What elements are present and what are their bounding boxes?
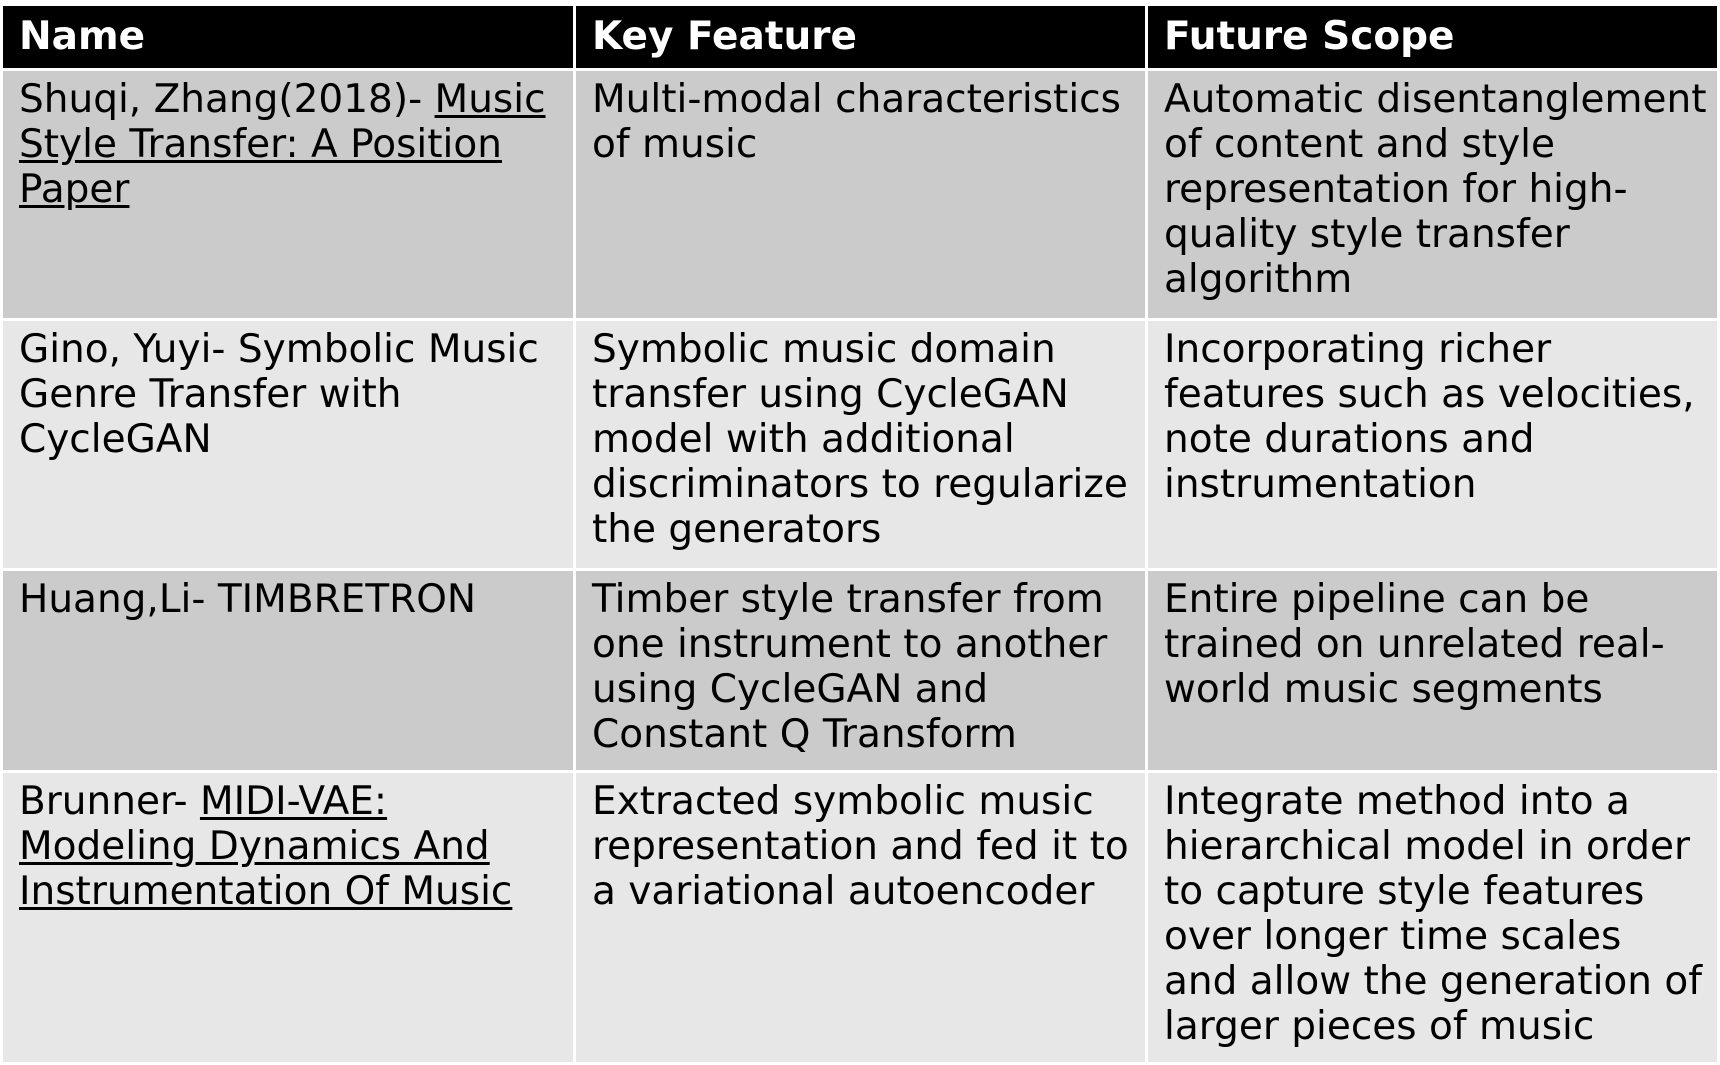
future-scope-cell: Automatic disentanglement of content and… — [1145, 68, 1720, 321]
key-feature-cell: Multi-modal characteristics of music — [573, 68, 1148, 321]
key-feature-cell: Symbolic music domain transfer using Cyc… — [573, 318, 1148, 571]
key-feature-cell: Extracted symbolic music representation … — [573, 770, 1148, 1065]
header-future-scope: Future Scope — [1145, 3, 1720, 71]
name-text: Gino, Yuyi- Symbolic Music Genre Transfe… — [19, 327, 539, 462]
name-cell: Brunner- MIDI-VAE: Modeling Dynamics And… — [0, 770, 576, 1065]
name-text: Brunner- — [19, 779, 200, 824]
table-row: Brunner- MIDI-VAE: Modeling Dynamics And… — [0, 770, 1720, 1065]
key-feature-cell: Timber style transfer from one instrumen… — [573, 568, 1148, 773]
name-text: Shuqi, Zhang(2018)- — [19, 77, 435, 122]
table-row: Shuqi, Zhang(2018)- Music Style Transfer… — [0, 68, 1720, 321]
name-text: Huang,Li- TIMBRETRON — [19, 577, 477, 622]
header-name: Name — [0, 3, 576, 71]
future-scope-cell: Entire pipeline can be trained on unrela… — [1145, 568, 1720, 773]
name-cell: Huang,Li- TIMBRETRON — [0, 568, 576, 773]
comparison-table: Name Key Feature Future Scope Shuqi, Zha… — [0, 3, 1720, 1065]
paper-link[interactable]: Music Style Transfer: A Position Paper — [19, 77, 546, 212]
paper-link[interactable]: MIDI-VAE: Modeling Dynamics And Instrume… — [19, 779, 513, 914]
table-row: Gino, Yuyi- Symbolic Music Genre Transfe… — [0, 318, 1720, 571]
future-scope-cell: Integrate method into a hierarchical mod… — [1145, 770, 1720, 1065]
name-cell: Shuqi, Zhang(2018)- Music Style Transfer… — [0, 68, 576, 321]
future-scope-cell: Incorporating richer features such as ve… — [1145, 318, 1720, 571]
name-cell: Gino, Yuyi- Symbolic Music Genre Transfe… — [0, 318, 576, 571]
table-row: Huang,Li- TIMBRETRON Timber style transf… — [0, 568, 1720, 773]
header-key-feature: Key Feature — [573, 3, 1148, 71]
header-row: Name Key Feature Future Scope — [0, 3, 1720, 71]
